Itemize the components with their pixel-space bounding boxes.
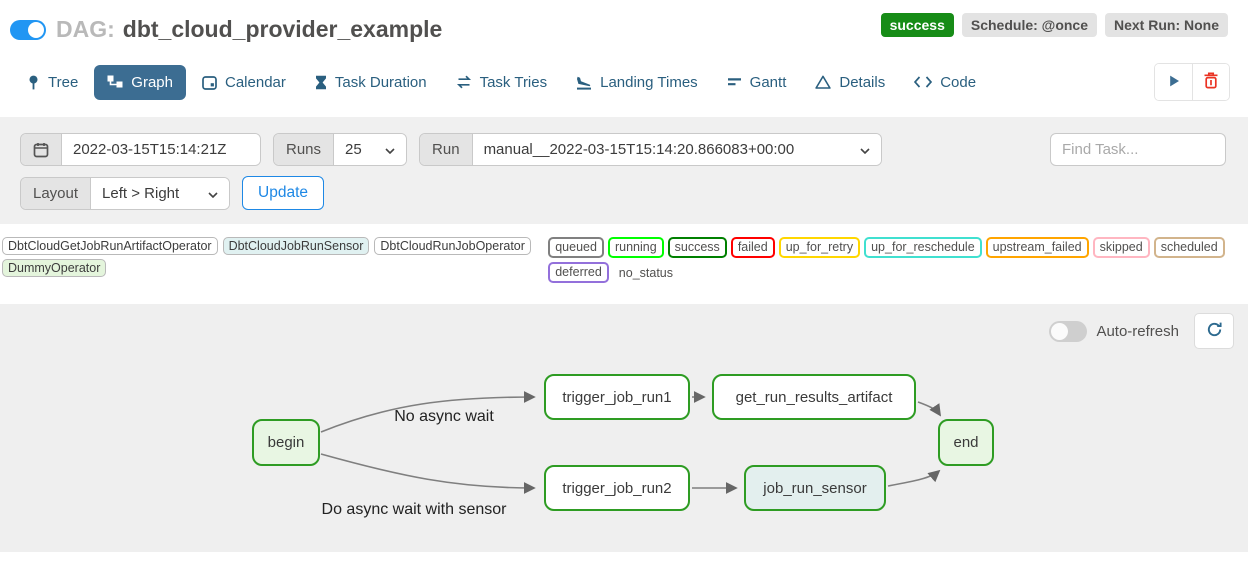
dag-title-prefix: DAG: [56,16,115,42]
tab-label: Landing Times [600,73,698,91]
code-icon [914,76,933,88]
dag-edges [320,391,941,494]
view-tabs: Tree Graph Calendar Task Duration Task T… [0,49,1248,111]
tab-label: Code [940,73,977,91]
layout-group: Layout Left > Right [20,176,231,210]
update-button[interactable]: Update [242,176,325,210]
task-node-end[interactable]: end [938,419,994,466]
auto-refresh-toggle[interactable] [1049,320,1088,342]
run-group: Run manual__2022-03-15T15:14:20.866083+0… [419,133,882,166]
tab-details[interactable]: Details [802,65,898,100]
toggle-knob [1051,322,1069,340]
dag-header: DAG: dbt_cloud_provider_example success … [0,0,1248,49]
next-run-badge: Next Run: None [1105,12,1228,37]
runs-select[interactable]: 25 [334,134,407,165]
operator-badge: DbtCloudJobRunSensor [222,237,370,255]
dag-title: dbt_cloud_provider_example [122,16,443,42]
dag-pause-toggle[interactable] [10,19,46,40]
tab-task-duration[interactable]: Task Duration [302,65,440,100]
run-select[interactable]: manual__2022-03-15T15:14:20.866083+00:00 [472,134,881,165]
base-date-input[interactable] [62,134,260,165]
tab-landing-times[interactable]: Landing Times [563,65,711,100]
tab-label: Details [839,73,886,91]
filter-row-1: Runs 25 Run manual__2022-03-15T15:14:20.… [20,133,1228,166]
operator-legend: DbtCloudGetJobRunArtifactOperator DbtClo… [2,237,548,277]
edge-label-do-async-wait: Do async wait with sensor [321,501,507,518]
tab-label: Task Tries [479,73,548,91]
gantt-icon [727,76,742,89]
status-legend-badge: running [607,237,664,258]
delete-dag-button[interactable] [1192,64,1229,100]
status-legend-badge: success [667,237,727,258]
status-legend-badge: up_for_reschedule [864,237,982,258]
task-node-trigger-job-run2[interactable]: trigger_job_run2 [544,465,690,511]
hourglass-icon [315,75,327,90]
plane-landing-icon [576,75,592,90]
legend: DbtCloudGetJobRunArtifactOperator DbtClo… [0,224,1248,293]
status-legend: queued running success failed up_for_ret… [548,237,1244,283]
refresh-button[interactable] [1194,313,1234,349]
task-node-get-run-results-artifact[interactable]: get_run_results_artifact [712,374,916,420]
base-date-group [20,133,261,166]
tab-code[interactable]: Code [901,65,989,100]
status-legend-badge: scheduled [1153,237,1225,258]
tab-label: Gantt [749,73,787,91]
toggle-knob [28,21,44,38]
calendar-icon [202,75,217,90]
trash-icon [1203,72,1219,92]
task-node-job-run-sensor[interactable]: job_run_sensor [744,465,886,511]
tab-graph[interactable]: Graph [94,64,186,100]
operator-badge: DbtCloudGetJobRunArtifactOperator [2,237,218,255]
chevron-down-icon [385,141,395,158]
edge-label-no-async-wait: No async wait [394,408,494,425]
status-legend-badge: queued [548,237,604,258]
runs-label: Runs [274,134,335,165]
status-legend-badge: upstream_failed [985,237,1089,258]
tree-icon [27,75,40,90]
triangle-icon [815,75,832,89]
tab-gantt[interactable]: Gantt [714,65,800,100]
dag-graph-panel: begin trigger_job_run1 get_run_results_a… [0,304,1248,552]
filter-row-2: Layout Left > Right Update [20,176,1228,210]
run-select-value: manual__2022-03-15T15:14:20.866083+00:00 [483,141,795,158]
runs-select-value: 25 [345,141,362,158]
tab-task-tries[interactable]: Task Tries [443,65,561,100]
dag-action-buttons [1154,63,1230,101]
find-task-input[interactable] [1050,133,1226,166]
task-node-trigger-job-run1[interactable]: trigger_job_run1 [544,374,690,420]
status-legend-badge: up_for_retry [778,237,861,258]
layout-label: Layout [21,177,92,209]
auto-refresh-control: Auto-refresh [1049,313,1234,349]
status-legend-badge: failed [730,237,775,258]
tab-tree[interactable]: Tree [14,65,91,100]
schedule-badge: Schedule: @once [961,12,1097,37]
status-badge: success [880,12,954,37]
refresh-icon [1206,321,1223,341]
header-badges: success Schedule: @once Next Run: None [880,12,1228,37]
repeat-icon [456,75,472,89]
operator-badge: DummyOperator [2,259,107,277]
calendar-picker-icon[interactable] [21,134,62,165]
filter-panel: Runs 25 Run manual__2022-03-15T15:14:20.… [0,117,1248,224]
status-legend-badge: deferred [548,262,609,283]
tab-label: Calendar [225,73,286,91]
play-icon [1167,74,1181,91]
run-label: Run [420,134,473,165]
auto-refresh-label: Auto-refresh [1096,322,1179,340]
tab-label: Task Duration [334,73,427,91]
tab-label: Tree [48,73,79,91]
layout-select-value: Left > Right [102,184,180,202]
status-legend-badge: skipped [1092,237,1150,258]
chevron-down-icon [208,185,218,202]
trigger-dag-button[interactable] [1155,64,1192,100]
graph-icon [107,75,123,90]
tab-calendar[interactable]: Calendar [189,65,299,100]
no-status-label: no_status [618,265,674,280]
chevron-down-icon [859,141,870,158]
tab-label: Graph [131,73,173,91]
layout-select[interactable]: Left > Right [91,177,230,209]
task-node-begin[interactable]: begin [252,419,320,466]
operator-badge: DbtCloudRunJobOperator [374,237,531,255]
runs-group: Runs 25 [273,133,408,166]
